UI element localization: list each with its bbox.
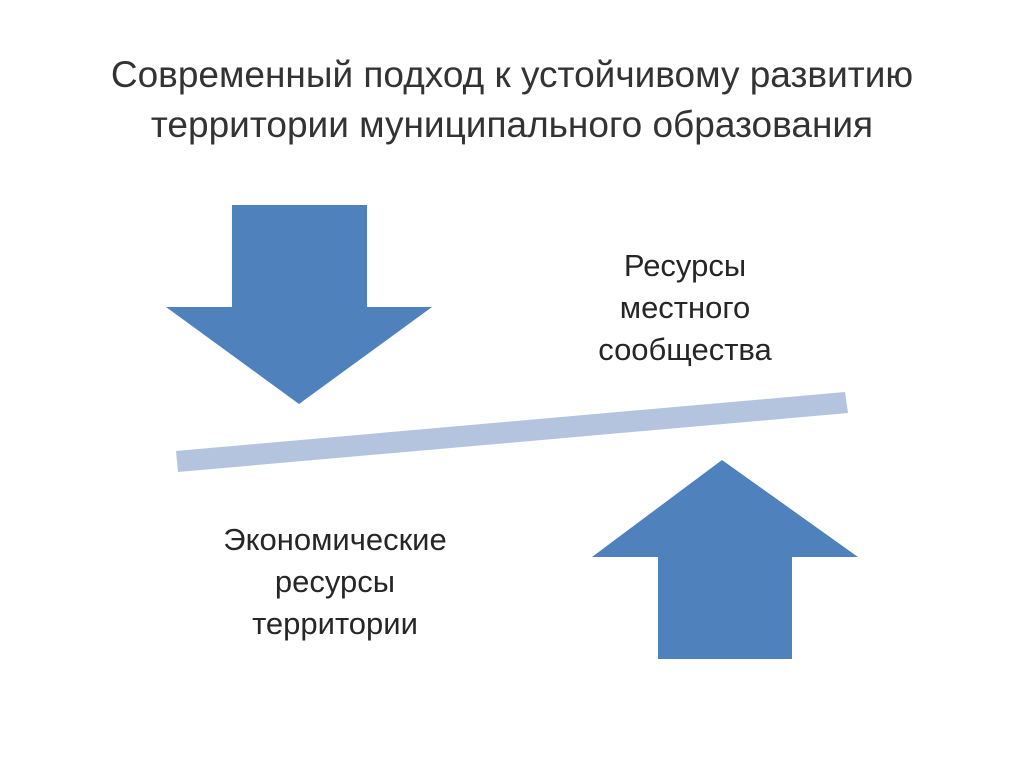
balance-beam: [176, 392, 848, 472]
title-line-1: Современный подход к устойчивому развити…: [110, 54, 914, 95]
economic-label-line-3: территории: [252, 606, 418, 641]
economic-resources-label: Экономические ресурсы территории: [195, 519, 475, 645]
economic-label-line-2: ресурсы: [274, 564, 396, 599]
economic-label-line-1: Экономические: [223, 522, 447, 557]
slide-title: Современный подход к устойчивому развити…: [40, 50, 984, 150]
title-line-2: территории муниципального образования: [150, 104, 874, 145]
down-arrow-icon: [166, 205, 432, 404]
community-label-line-2: местного: [619, 290, 751, 325]
community-resources-label: Ресурсы местного сообщества: [560, 245, 810, 371]
up-arrow-icon: [592, 460, 858, 659]
community-label-line-1: Ресурсы: [623, 248, 747, 283]
community-label-line-3: сообщества: [598, 332, 772, 367]
